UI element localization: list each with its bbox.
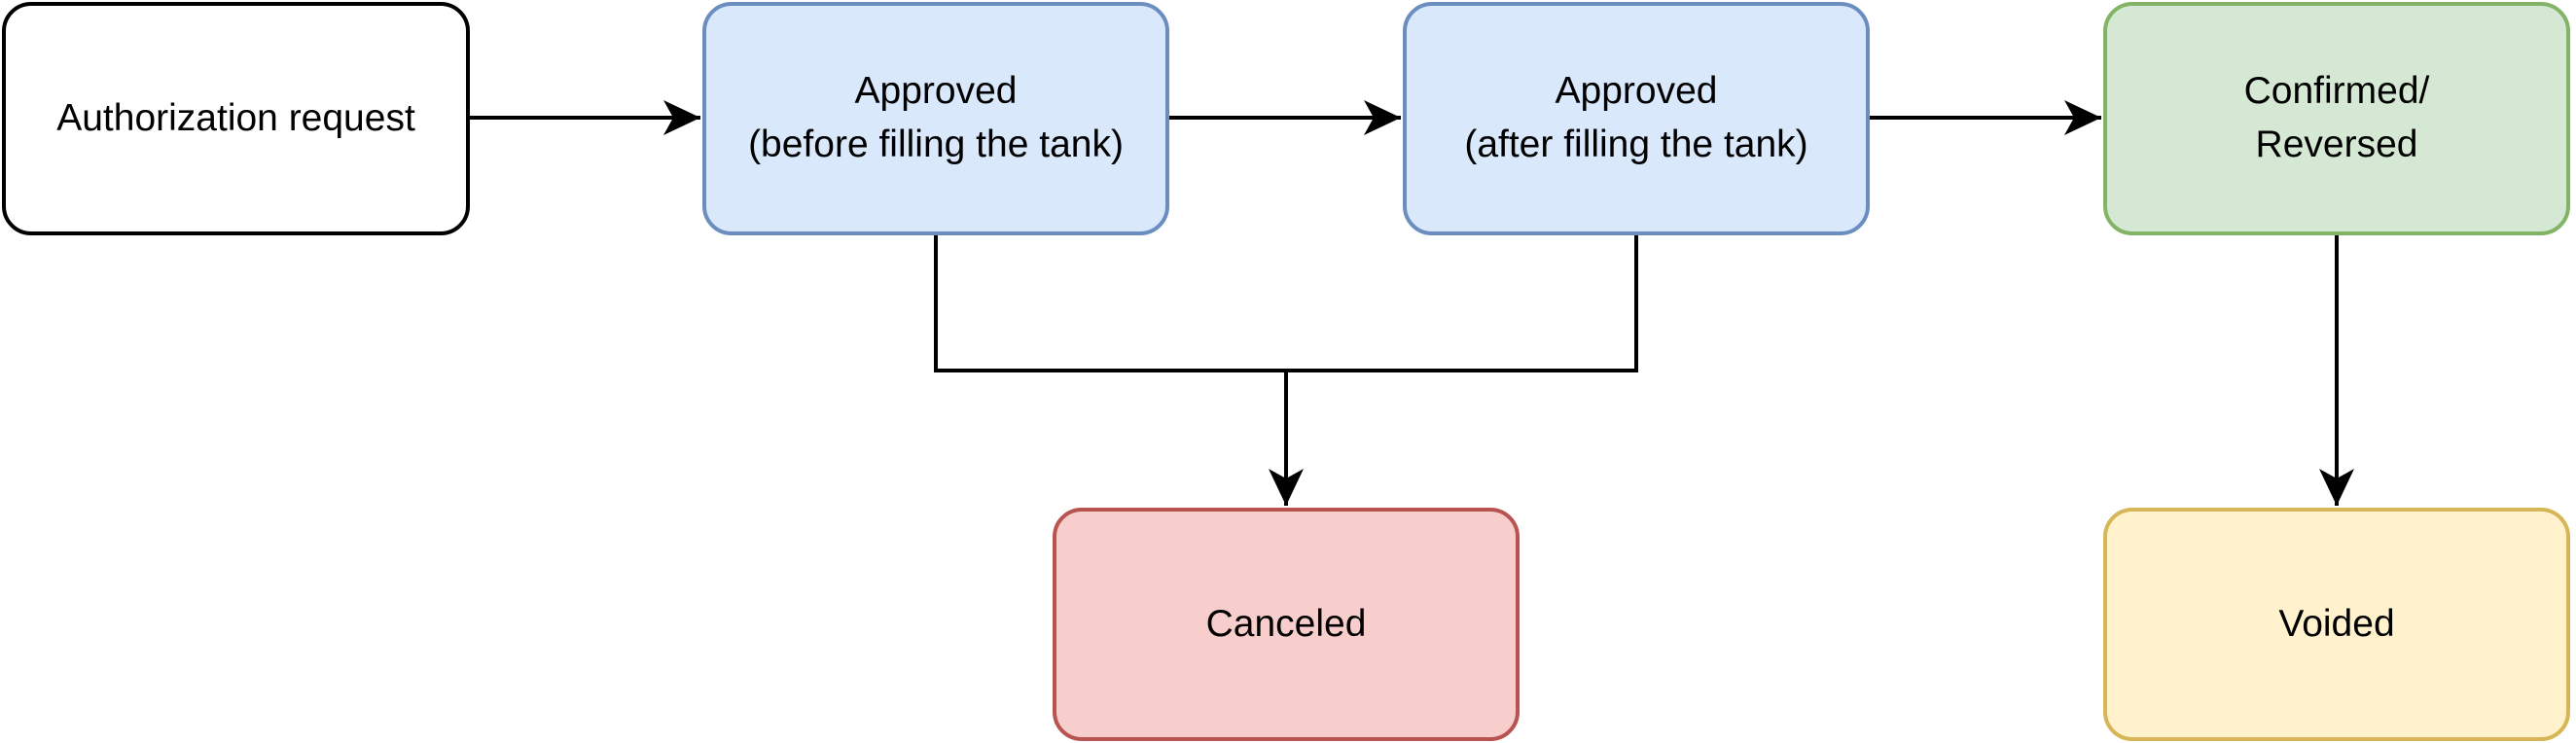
- edge-approved-before-to-canceled: [934, 235, 1304, 506]
- node-label: Canceled: [1205, 602, 1367, 645]
- node-label: Confirmed/ Reversed: [2243, 70, 2430, 165]
- node-label: Approved (after filling the tank): [1464, 70, 1808, 165]
- node-label: Voided: [2278, 602, 2395, 645]
- node-label: Authorization request: [56, 96, 415, 139]
- edge-approved-after-to-canceled: [1286, 235, 1638, 372]
- node-approved-after-filling: Approved (after filling the tank): [1403, 2, 1870, 235]
- node-label: Approved (before filling the tank): [748, 70, 1124, 165]
- node-voided: Voided: [2103, 508, 2570, 741]
- node-approved-before-filling: Approved (before filling the tank): [702, 2, 1169, 235]
- node-authorization-request: Authorization request: [2, 2, 470, 235]
- node-canceled: Canceled: [1053, 508, 1520, 741]
- node-confirmed-reversed: Confirmed/ Reversed: [2103, 2, 2570, 235]
